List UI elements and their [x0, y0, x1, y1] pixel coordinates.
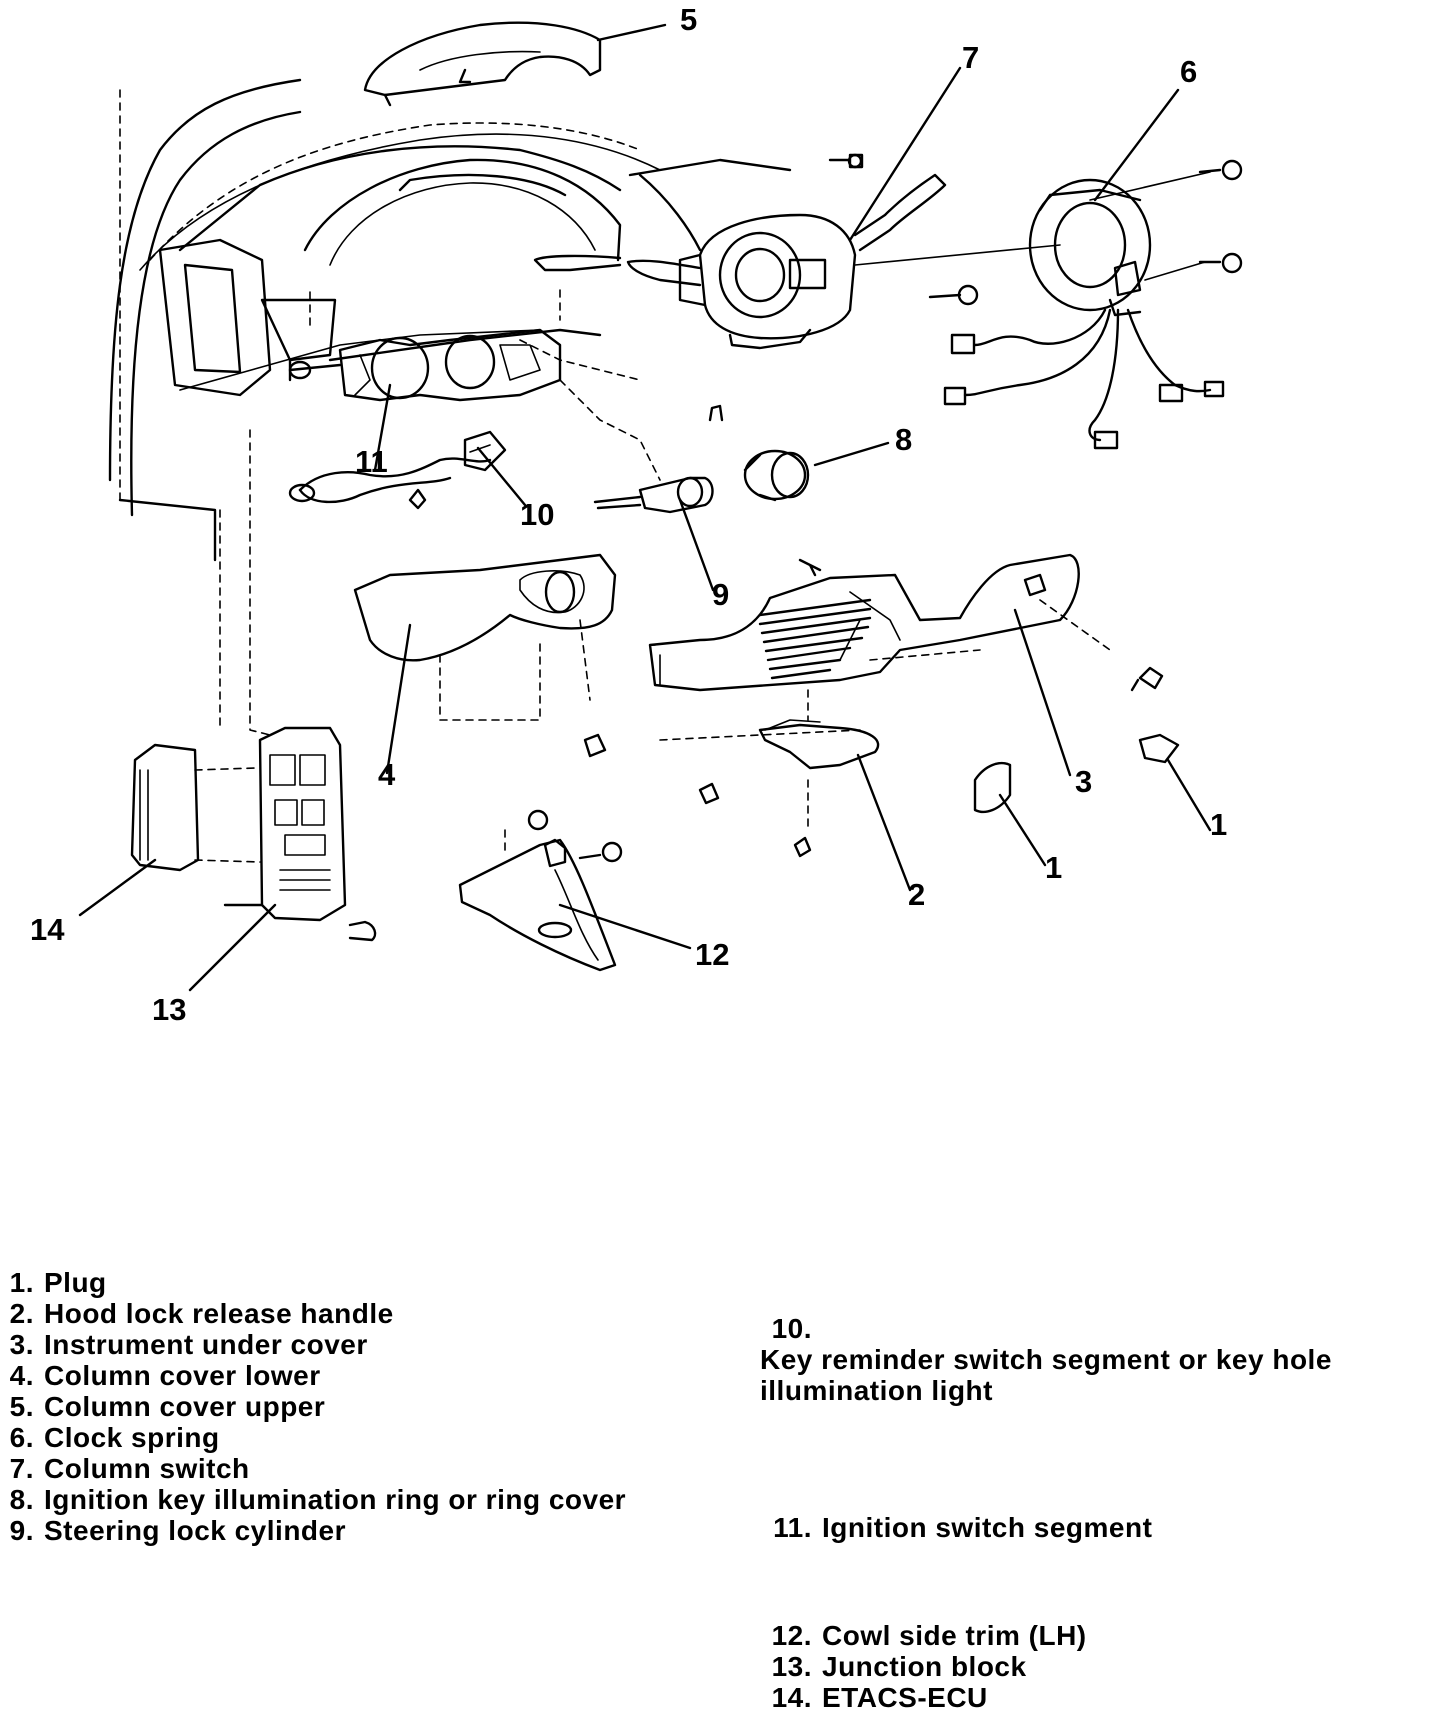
legend-right-11: 11.Ignition switch segment — [760, 1512, 1152, 1543]
legend-item: 11.Ignition switch segment — [773, 1512, 1153, 1543]
exploded-parts-diagram: 5 7 6 8 11 10 9 4 3 1 1 2 12 14 13 — [30, 2, 1243, 1027]
callout-7: 7 — [962, 40, 979, 75]
legend-item: 7.Column switch — [9, 1453, 250, 1484]
callout-11: 11 — [355, 444, 388, 479]
column-cover-upper — [363, 21, 602, 107]
legend-item: 3.Instrument under cover — [9, 1329, 368, 1360]
callout-2: 2 — [908, 877, 925, 912]
legend-item: 8.Ignition key illumination ring or ring… — [9, 1484, 627, 1515]
column-cover-lower — [353, 553, 617, 758]
legend-item: 6.Clock spring — [9, 1422, 220, 1453]
steering-lock-cylinder — [593, 404, 724, 514]
callout-1-center: 1 — [1045, 850, 1062, 885]
ignition-switch-wiring — [288, 430, 507, 510]
column-switch — [626, 153, 979, 350]
legend-left: 1.Plug 2.Hood lock release handle 3.Inst… — [0, 1267, 626, 1546]
callout-numbers: 5 7 6 8 11 10 9 4 3 1 1 2 12 14 13 — [30, 2, 1227, 1027]
legend-item: 13.Junction block — [771, 1651, 1027, 1682]
legend-item: 4.Column cover lower — [9, 1360, 321, 1391]
legend-item: 10.Key reminder switch segment or key ho… — [760, 1313, 1332, 1406]
callout-5: 5 — [680, 2, 697, 37]
legend-right-12-14: 12.Cowl side trim (LH) 13.Junction block… — [760, 1620, 1087, 1713]
legend-item: 1.Plug — [9, 1267, 107, 1298]
etacs-ecu — [130, 743, 261, 872]
callout-1-right: 1 — [1210, 807, 1227, 842]
callout-8: 8 — [895, 422, 912, 457]
dashboard-outline — [108, 78, 792, 736]
legend-item: 2.Hood lock release handle — [9, 1298, 394, 1329]
junction-block — [223, 726, 377, 942]
clock-spring — [943, 159, 1243, 450]
legend-item: 9.Steering lock cylinder — [9, 1515, 346, 1546]
callout-4: 4 — [378, 757, 396, 792]
steering-column-assembly — [288, 254, 622, 402]
legend-right: 10.Key reminder switch segment or key ho… — [760, 1313, 1440, 1406]
callout-6: 6 — [1180, 54, 1197, 89]
instrument-under-cover — [648, 553, 1164, 741]
callout-10: 10 — [520, 497, 554, 532]
leader-lines — [78, 23, 1212, 992]
callout-9: 9 — [712, 577, 729, 612]
callout-13: 13 — [152, 992, 186, 1027]
hood-lock-release-handle — [698, 689, 880, 858]
cowl-side-trim-lh — [458, 809, 623, 972]
legend-item: 12.Cowl side trim (LH) — [771, 1620, 1087, 1651]
callout-14: 14 — [30, 912, 65, 947]
ignition-key-illumination-ring — [743, 449, 810, 502]
plug-parts — [973, 733, 1180, 814]
callout-12: 12 — [695, 937, 729, 972]
legend-item: 5.Column cover upper — [9, 1391, 326, 1422]
callout-3: 3 — [1075, 764, 1092, 799]
legend-item: 14.ETACS-ECU — [771, 1682, 988, 1713]
